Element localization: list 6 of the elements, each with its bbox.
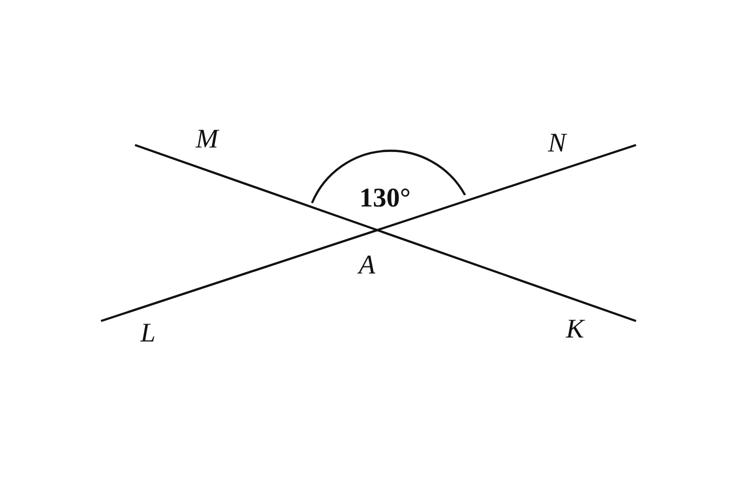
- point-label: K: [566, 316, 584, 342]
- point-label: L: [140, 320, 156, 346]
- point-label: M: [196, 126, 218, 152]
- angle-label: 130°: [359, 184, 411, 212]
- point-label: N: [548, 130, 566, 156]
- point-label: A: [358, 252, 376, 278]
